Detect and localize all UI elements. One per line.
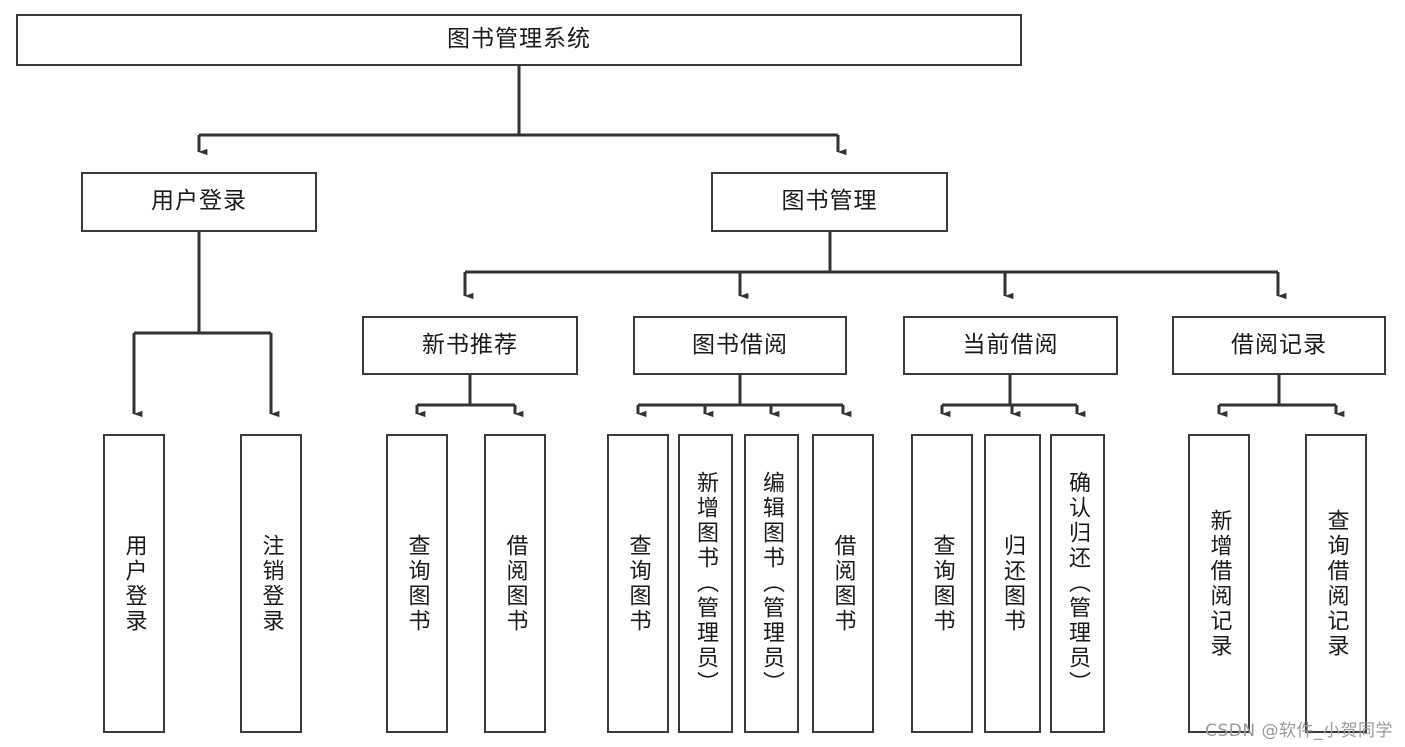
node-leaf-add-borrow-record-label: 新增借阅记录: [1206, 508, 1232, 659]
node-leaf-query-book-borrow[interactable]: 查询图书: [607, 434, 669, 733]
node-leaf-query-borrow-record-label: 查询借阅记录: [1323, 508, 1349, 659]
node-level2-new-book-recommend[interactable]: 新书推荐: [362, 316, 578, 375]
node-leaf-borrow-book-label: 借阅图书: [830, 533, 856, 634]
node-leaf-return-book[interactable]: 归还图书: [984, 434, 1041, 733]
node-leaf-edit-book-admin[interactable]: 编辑图书（管理员）: [744, 434, 799, 733]
node-leaf-add-book-admin-label: 新增图书（管理员）: [693, 471, 719, 696]
node-leaf-query-book-current[interactable]: 查询图书: [911, 434, 973, 733]
node-leaf-confirm-return-admin[interactable]: 确认归还（管理员）: [1050, 434, 1105, 733]
node-leaf-add-borrow-record[interactable]: 新增借阅记录: [1188, 434, 1250, 733]
node-level2-current-borrow[interactable]: 当前借阅: [903, 316, 1118, 375]
node-leaf-edit-book-admin-label: 编辑图书（管理员）: [759, 471, 785, 696]
node-level1-user-login-label: 用户登录: [151, 188, 247, 215]
node-leaf-query-borrow-record[interactable]: 查询借阅记录: [1305, 434, 1367, 733]
node-leaf-add-book-admin[interactable]: 新增图书（管理员）: [678, 434, 733, 733]
node-leaf-borrow-book-newrec-label: 借阅图书: [502, 533, 528, 634]
node-level2-current-borrow-label: 当前借阅: [962, 331, 1059, 358]
node-level2-book-borrow[interactable]: 图书借阅: [633, 316, 847, 375]
node-root-system[interactable]: 图书管理系统: [16, 14, 1022, 66]
node-level1-user-login[interactable]: 用户登录: [81, 172, 317, 232]
node-leaf-borrow-book-newrec[interactable]: 借阅图书: [484, 434, 546, 733]
node-level1-book-management[interactable]: 图书管理: [711, 172, 948, 232]
node-level2-book-borrow-label: 图书借阅: [692, 331, 788, 358]
node-leaf-borrow-book[interactable]: 借阅图书: [812, 434, 874, 733]
node-leaf-user-login-label: 用户登录: [121, 533, 147, 634]
node-level2-borrow-records-label: 借阅记录: [1231, 331, 1327, 358]
node-leaf-query-book-borrow-label: 查询图书: [625, 533, 651, 634]
node-level2-new-book-recommend-label: 新书推荐: [422, 331, 518, 358]
node-root-system-label: 图书管理系统: [447, 26, 591, 53]
csdn-watermark: CSDN @软件_小贺同学: [1205, 721, 1393, 741]
node-leaf-logout[interactable]: 注销登录: [240, 434, 302, 733]
node-leaf-return-book-label: 归还图书: [1000, 533, 1026, 634]
node-leaf-confirm-return-admin-label: 确认归还（管理员）: [1065, 471, 1091, 696]
node-level2-borrow-records[interactable]: 借阅记录: [1172, 316, 1386, 375]
node-leaf-query-book-current-label: 查询图书: [929, 533, 955, 634]
node-leaf-user-login[interactable]: 用户登录: [103, 434, 165, 733]
node-leaf-query-book-newrec[interactable]: 查询图书: [386, 434, 448, 733]
node-level1-book-management-label: 图书管理: [781, 188, 878, 215]
node-leaf-logout-label: 注销登录: [258, 533, 284, 634]
node-leaf-query-book-newrec-label: 查询图书: [404, 533, 430, 634]
